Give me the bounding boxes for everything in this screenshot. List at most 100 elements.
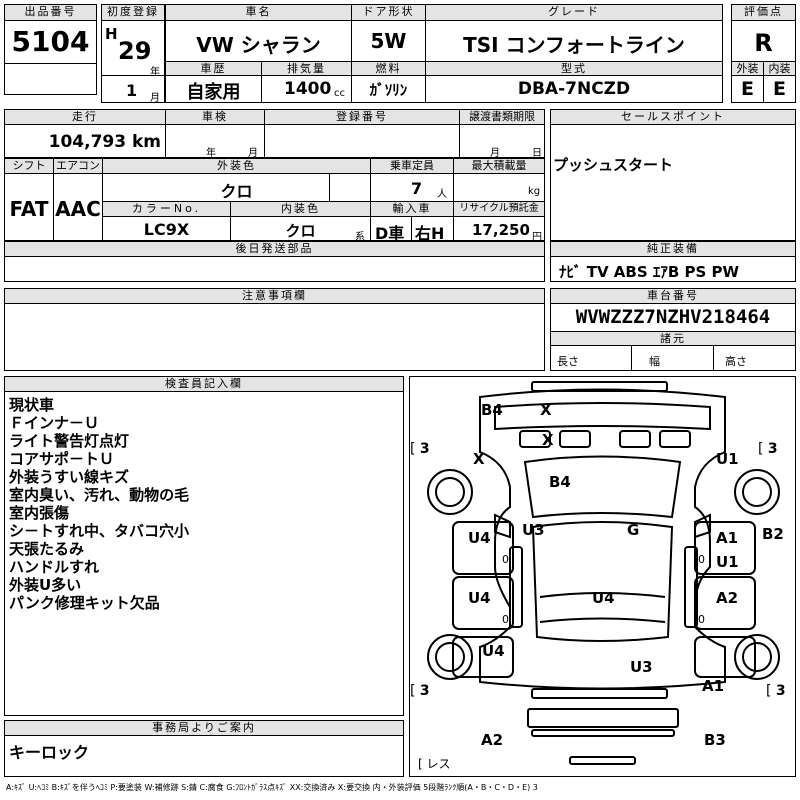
first-reg-box: 初度登録 H 29 年 1 月 bbox=[101, 4, 165, 104]
damage-diagram: [ 3 [ 3 [ 3 [ 3 0 0 0 0 B4 X X X U1 B4 U… bbox=[409, 376, 796, 777]
transfer-day-unit: 日 bbox=[532, 148, 542, 159]
vin: WVWZZZ7NZHV218464 bbox=[575, 306, 771, 328]
intcolor-unit: 系 bbox=[355, 232, 365, 243]
damage-mark: U3 bbox=[522, 521, 545, 539]
zero-marker: 0 bbox=[502, 553, 509, 566]
month-unit: 月 bbox=[150, 93, 160, 104]
history-label: 車歴 bbox=[166, 62, 261, 76]
zero-marker: 0 bbox=[698, 553, 705, 566]
inspector-line: コアサポ－トＵ bbox=[9, 450, 115, 468]
model-box: 型式 DBA-7NCZD bbox=[425, 61, 723, 103]
inspector-label: 検査員記入欄 bbox=[5, 377, 403, 392]
intcolor-label: 内装色 bbox=[231, 202, 370, 217]
capacity-unit: 人 bbox=[437, 189, 447, 200]
ext-score: E bbox=[741, 78, 754, 100]
inspector-list: 現状車 Ｆインナ－Ｕ ライト警告灯点灯 コアサポ－トＵ 外装うすい線キズ 室内臭… bbox=[9, 396, 189, 612]
damage-mark: G bbox=[627, 521, 640, 539]
notes-label: 注意事項欄 bbox=[5, 289, 544, 304]
fuel: ｶﾞｿﾘﾝ bbox=[369, 81, 408, 99]
capacity-label: 乗車定員 bbox=[371, 159, 453, 174]
later-parts-box: 後日発送部品 bbox=[4, 241, 545, 282]
inspector-line: 室内臭い、汚れ、動物の毛 bbox=[9, 486, 190, 504]
name-box: 車名 VW シャラン bbox=[165, 4, 352, 62]
sales-label: セールスポイント bbox=[551, 110, 795, 125]
transfer-box: 譲渡書類期限 月 日 bbox=[459, 109, 545, 159]
first-reg-label: 初度登録 bbox=[102, 5, 164, 21]
sales-text: プッシュスタート bbox=[553, 156, 674, 174]
name-label: 車名 bbox=[166, 5, 351, 21]
office-label: 事務局よりご案内 bbox=[5, 721, 403, 736]
damage-mark: B3 bbox=[704, 731, 726, 749]
damage-mark: X bbox=[540, 401, 552, 419]
damage-mark: U1 bbox=[716, 553, 739, 571]
equip-box: 純正装備 ﾅﾋﾞ TV ABS ｴｱB PS PW bbox=[550, 241, 796, 282]
inspector-line: 外装U多い bbox=[9, 576, 82, 594]
mileage-label: 走行 bbox=[5, 110, 165, 125]
transfer-month-unit: 月 bbox=[490, 148, 500, 159]
equip-label: 純正装備 bbox=[551, 242, 795, 257]
import-h: 右H bbox=[415, 224, 445, 243]
score: R bbox=[754, 29, 773, 57]
reg-month: 1 bbox=[126, 81, 138, 100]
dims-label: 諸元 bbox=[551, 331, 795, 346]
interior-color: クロ bbox=[285, 222, 316, 240]
zero-marker: 0 bbox=[502, 613, 509, 626]
spare-tire-status: レス bbox=[426, 757, 451, 771]
damage-mark: B4 bbox=[481, 401, 503, 419]
inspect-box: 車検 年 月 bbox=[165, 109, 265, 159]
car-outline bbox=[427, 381, 780, 765]
inspect-label: 車検 bbox=[166, 110, 264, 125]
tread-rr: 3 bbox=[775, 683, 786, 699]
color-number: LC9X bbox=[143, 220, 190, 239]
car-name: VW シャラン bbox=[196, 33, 321, 57]
height-label: 高さ bbox=[725, 355, 747, 368]
door-box: ドア形状 5W bbox=[351, 4, 426, 62]
model-code: DBA-7NCZD bbox=[517, 79, 631, 99]
model-label: 型式 bbox=[426, 62, 722, 76]
legend: A:ｷｽﾞ U:ﾍｺﾐ B:ｷｽﾞを伴うﾍｺﾐ P:要塗装 W:補修跡 S:錆 … bbox=[6, 783, 538, 792]
recycle-unit: 円 bbox=[532, 232, 542, 243]
vin-box: 車台番号 WVWZZZ7NZHV218464 諸元 長さ 幅 高さ bbox=[550, 288, 796, 371]
zero-marker: 0 bbox=[698, 613, 705, 626]
int-box: 内装 E bbox=[763, 61, 796, 103]
lot-label: 出品番号 bbox=[5, 5, 96, 21]
load-box: 最大積載量 kg bbox=[453, 158, 545, 202]
color-box: 外装色 クロ bbox=[102, 158, 371, 202]
disp-box: 排気量 1400 cc bbox=[261, 61, 352, 103]
tread-fl: 3 bbox=[419, 441, 430, 457]
inspector-line: 室内張傷 bbox=[9, 504, 70, 522]
inspector-line: 外装うすい線キズ bbox=[9, 468, 130, 486]
inspector-line: 天張たるみ bbox=[9, 540, 85, 558]
disp-label: 排気量 bbox=[262, 62, 351, 76]
ext-box: 外装 E bbox=[731, 61, 764, 103]
fuel-box: 燃料 ｶﾞｿﾘﾝ bbox=[351, 61, 426, 103]
length-label: 長さ bbox=[557, 355, 579, 368]
recycle-box: リサイクル預託金 17,250 円 bbox=[453, 201, 545, 243]
tread-rl: 3 bbox=[419, 683, 430, 699]
equipment: ﾅﾋﾞ TV ABS ｴｱB PS PW bbox=[559, 263, 740, 281]
plate-label: 登録番号 bbox=[265, 110, 459, 125]
damage-mark: A2 bbox=[481, 731, 504, 749]
damage-mark: U4 bbox=[468, 589, 491, 607]
inspector-line: ハンドルすれ bbox=[9, 558, 100, 576]
damage-mark: U4 bbox=[482, 642, 505, 660]
recycle-label: リサイクル預託金 bbox=[454, 202, 544, 217]
import-d: D車 bbox=[375, 224, 405, 243]
lot-box: 出品番号 5104 bbox=[4, 4, 97, 95]
plate-box: 登録番号 bbox=[264, 109, 460, 158]
damage-mark: A1 bbox=[716, 529, 739, 547]
shift-label: シフト bbox=[5, 159, 53, 174]
era: H bbox=[105, 25, 118, 43]
capacity: 7 bbox=[411, 179, 423, 198]
mileage: 104,793 km bbox=[48, 132, 161, 152]
office-box: 事務局よりご案内 キーロック bbox=[4, 720, 404, 777]
int-label: 内装 bbox=[764, 62, 795, 76]
int-score: E bbox=[773, 78, 786, 100]
damage-mark: X bbox=[542, 431, 554, 449]
inspector-box: 検査員記入欄 現状車 Ｆインナ－Ｕ ライト警告灯点灯 コアサポ－トＵ 外装うすい… bbox=[4, 376, 404, 716]
mileage-box: 走行 104,793 km bbox=[4, 109, 166, 158]
grade: TSI コンフォートライン bbox=[463, 33, 685, 57]
recycle-fee: 17,250 bbox=[472, 221, 530, 239]
inspect-year-unit: 年 bbox=[206, 148, 216, 159]
year-unit: 年 bbox=[150, 67, 160, 78]
